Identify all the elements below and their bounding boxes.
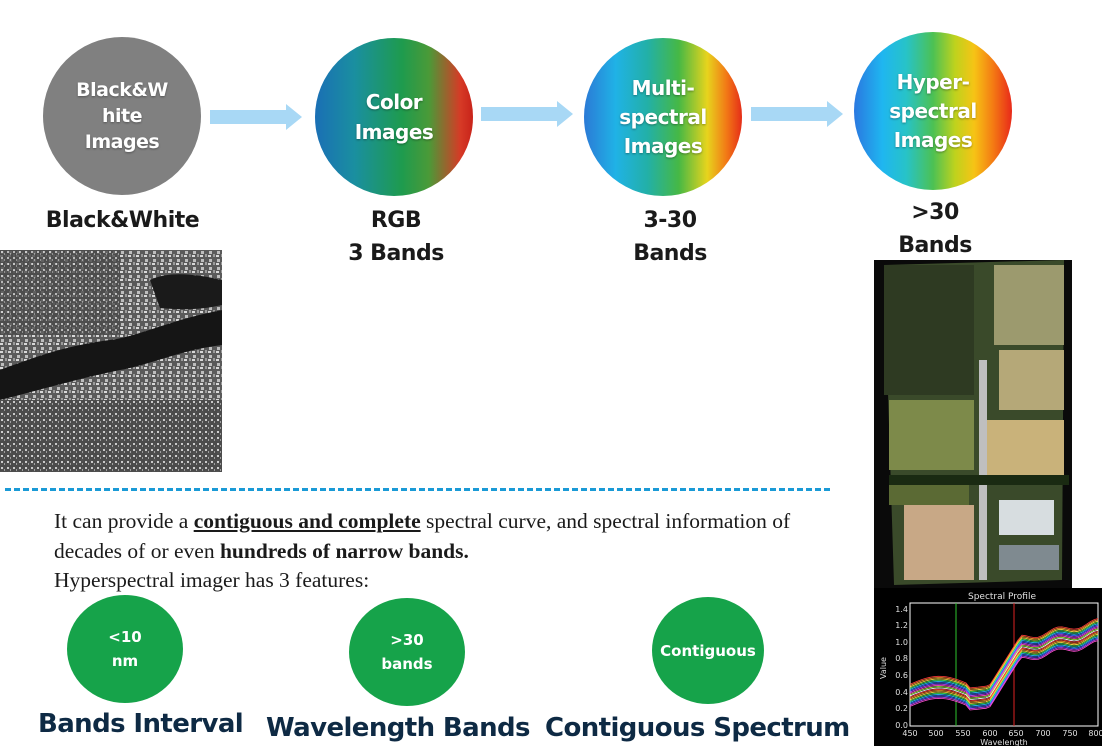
x-tick: 700 bbox=[1035, 729, 1050, 738]
spectral-curve bbox=[909, 618, 1099, 689]
spectral-curve bbox=[909, 633, 1099, 704]
spectral-curve bbox=[909, 625, 1099, 697]
y-tick: 0.4 bbox=[895, 688, 908, 697]
plot-title: Spectral Profile bbox=[968, 592, 1036, 602]
spectral-curves bbox=[909, 618, 1099, 711]
y-tick: 0.2 bbox=[895, 704, 908, 713]
arrow-icon bbox=[481, 101, 573, 127]
x-tick: 750 bbox=[1062, 729, 1077, 738]
x-tick: 450 bbox=[902, 729, 917, 738]
spectral-curve bbox=[909, 620, 1099, 691]
hyperspectral-aerial-photo bbox=[874, 260, 1072, 590]
y-tick: 1.4 bbox=[895, 605, 908, 614]
x-tick: 800 bbox=[1088, 729, 1102, 738]
y-tick: 1.0 bbox=[895, 638, 908, 647]
spectral-curve bbox=[909, 631, 1099, 702]
spectral-curve bbox=[909, 627, 1099, 698]
divider bbox=[5, 488, 830, 491]
description-text: It can provide a contiguous and complete… bbox=[54, 509, 791, 592]
wavelength-bands-label: Wavelength Bands bbox=[266, 713, 531, 743]
arrow-icon bbox=[210, 104, 302, 130]
x-tick: 500 bbox=[928, 729, 943, 738]
spectral-curve bbox=[909, 640, 1099, 711]
bands-interval-label: Bands Interval bbox=[38, 709, 244, 739]
y-tick: 1.2 bbox=[895, 621, 908, 630]
spectral-curve bbox=[909, 636, 1099, 707]
spectral-curve bbox=[909, 629, 1099, 701]
spectral-curve bbox=[909, 622, 1099, 693]
x-tick: 550 bbox=[955, 729, 970, 738]
spectral-profile-plot: Spectral Profile 0.0 0.2 0.4 0.6 0.8 1.0… bbox=[874, 588, 1102, 746]
y-tick: 0.8 bbox=[895, 654, 908, 663]
y-axis-label: Value bbox=[879, 657, 888, 679]
spectral-curve bbox=[909, 632, 1099, 703]
x-axis-label: Wavelength bbox=[980, 738, 1027, 746]
spectral-curve bbox=[909, 638, 1099, 710]
contiguous-circle: Contiguous bbox=[652, 597, 764, 704]
spectral-curve bbox=[909, 623, 1099, 694]
x-tick: 650 bbox=[1008, 729, 1023, 738]
spectral-curve bbox=[909, 635, 1099, 706]
x-tick: 600 bbox=[982, 729, 997, 738]
spectral-curve bbox=[909, 624, 1099, 695]
spectral-curve bbox=[909, 637, 1099, 708]
spectral-curve bbox=[909, 619, 1099, 690]
spectral-curve bbox=[909, 628, 1099, 699]
arrow-icon bbox=[751, 101, 843, 127]
y-tick: 0.0 bbox=[895, 721, 908, 730]
y-tick: 0.6 bbox=[895, 671, 908, 680]
bw-aerial-photo bbox=[0, 250, 222, 472]
bw-label: Black&White bbox=[45, 208, 200, 233]
contiguous-spectrum-label: Contiguous Spectrum bbox=[545, 713, 850, 743]
